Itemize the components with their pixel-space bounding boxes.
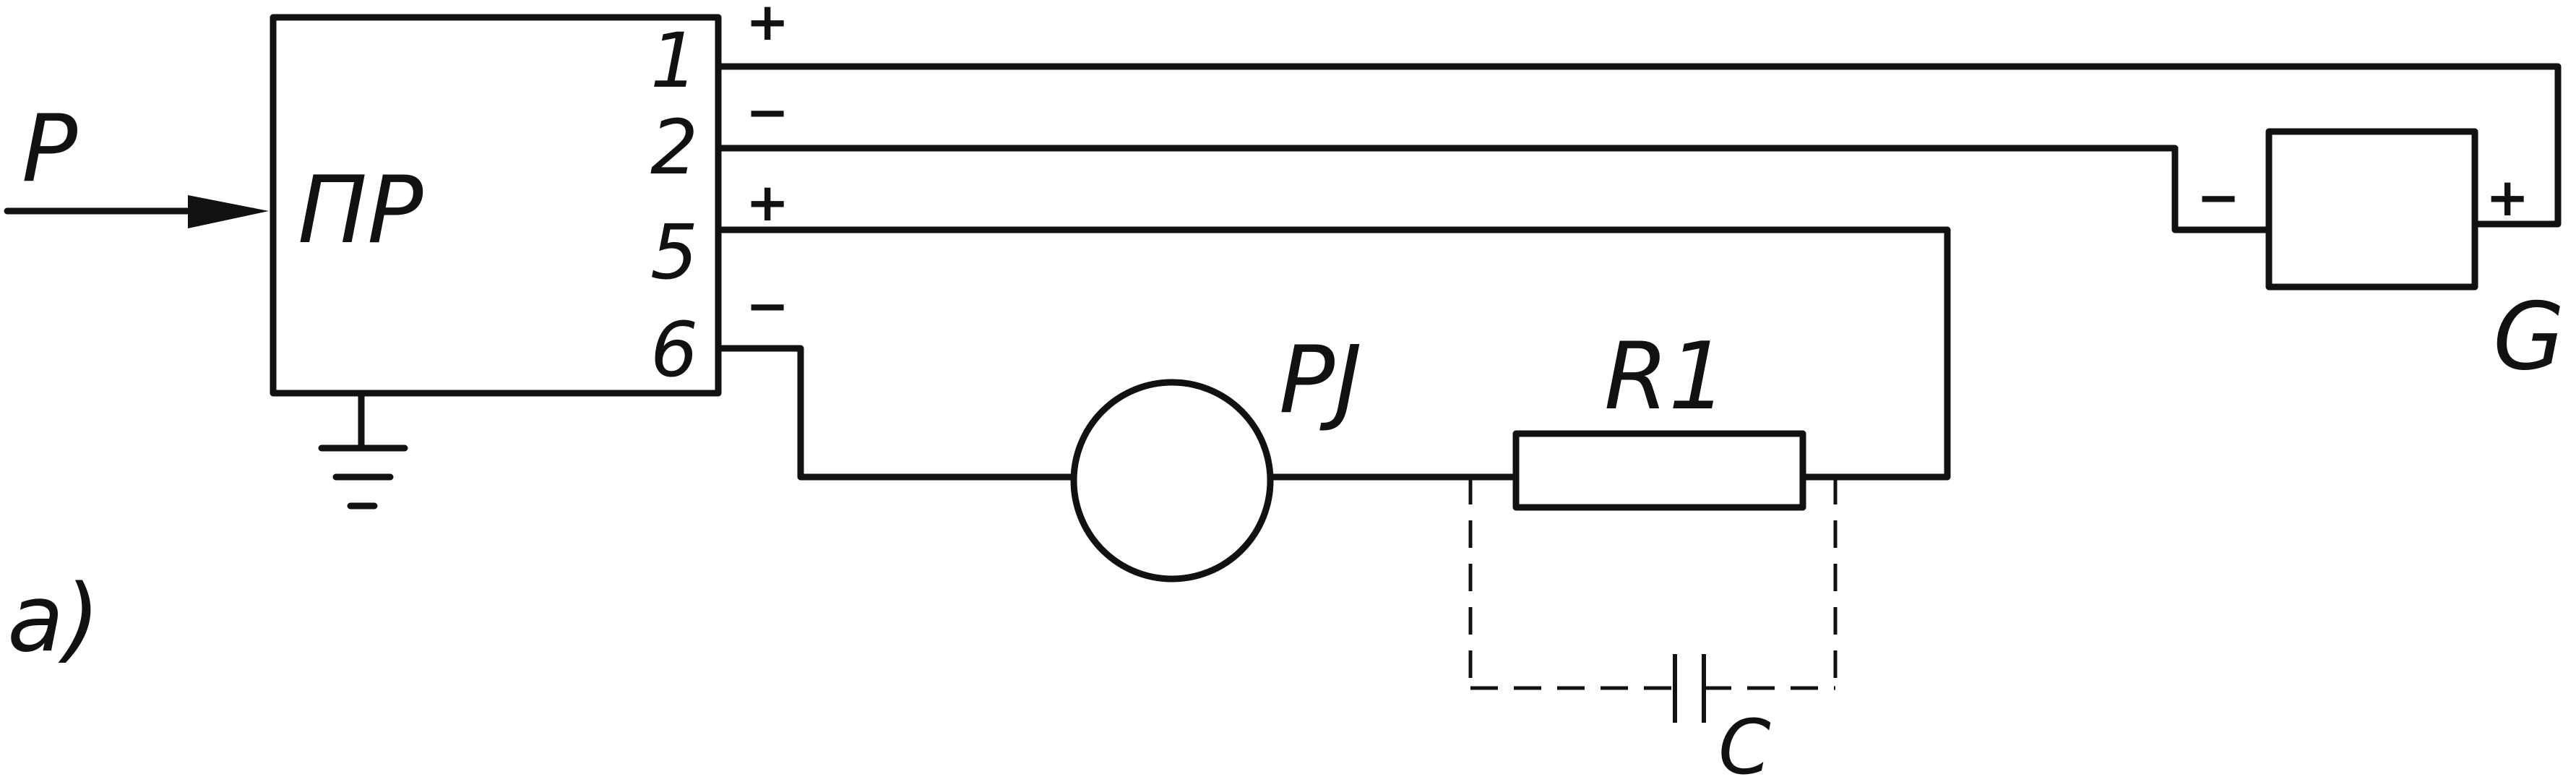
generator-plus-sign: + (2486, 167, 2529, 228)
meter-label: PJ (1279, 327, 1362, 434)
meter-pj-circle (1070, 379, 1274, 583)
terminal-1-sign: + (746, 0, 789, 52)
input-label: P (22, 95, 77, 203)
terminal-6-number: 6 (650, 306, 698, 394)
generator-block (2265, 128, 2478, 291)
wire-terminal-5 (715, 226, 1951, 481)
terminal-2-sign: − (746, 82, 789, 142)
terminal-1-number: 1 (650, 17, 698, 105)
figure-label: a) (7, 565, 100, 673)
input-arrow (4, 195, 269, 228)
terminal-2-number: 2 (650, 103, 698, 192)
terminal-6-sign: − (746, 275, 789, 336)
wire-terminal-1 (715, 63, 2562, 228)
ground-symbol (318, 390, 408, 510)
resistor-r1 (1512, 430, 1806, 511)
terminal-5-sign: + (746, 172, 789, 233)
capacitor-branch (1468, 477, 1838, 723)
resistor-label: R1 (1604, 323, 1727, 431)
converter-block (270, 14, 722, 397)
wire-terminal-6 (715, 345, 1074, 481)
generator-minus-sign: − (2197, 167, 2240, 228)
generator-label: G (2493, 283, 2564, 391)
converter-label: ПР (298, 157, 423, 265)
terminal-5-number: 5 (650, 208, 698, 296)
capacitor-label: C (1718, 703, 1771, 782)
wire-terminal-2 (715, 145, 2273, 233)
